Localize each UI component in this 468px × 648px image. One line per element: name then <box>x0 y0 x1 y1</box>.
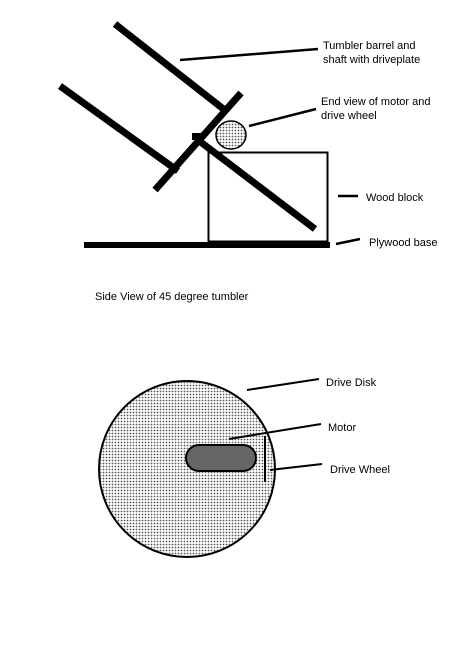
label-barrel-line2: shaft with driveplate <box>323 54 420 66</box>
barrel-lower-wall <box>57 83 181 174</box>
leader-motor-top <box>228 423 322 440</box>
motor-end-view <box>215 120 247 150</box>
barrel-upper-wall <box>112 21 229 114</box>
label-wood-block: Wood block <box>366 192 424 204</box>
side-view-caption: Side View of 45 degree tumbler <box>95 291 249 303</box>
side-view: Tumbler barrel and shaft with driveplate… <box>57 21 438 303</box>
label-motor: Motor <box>328 422 356 434</box>
leader-drive-disk <box>246 378 320 391</box>
leader-plywood <box>335 237 361 246</box>
leader-drive-wheel <box>269 463 323 471</box>
label-motor-line1: End view of motor and <box>321 96 430 108</box>
label-drive-disk: Drive Disk <box>326 377 377 389</box>
leader-motor <box>248 107 317 128</box>
motor-body <box>185 444 257 472</box>
label-drive-wheel: Drive Wheel <box>330 464 390 476</box>
label-barrel-line1: Tumbler barrel and <box>323 40 416 52</box>
leader-barrel <box>179 47 319 62</box>
tumbler-shaft <box>195 137 318 232</box>
top-view: Drive Disk Motor Drive Wheel <box>98 377 390 558</box>
label-plywood-base: Plywood base <box>369 237 438 249</box>
label-motor-line2: drive wheel <box>321 110 377 122</box>
wood-block <box>207 151 329 243</box>
shaft-bearing <box>192 133 202 140</box>
plywood-base <box>84 242 330 248</box>
